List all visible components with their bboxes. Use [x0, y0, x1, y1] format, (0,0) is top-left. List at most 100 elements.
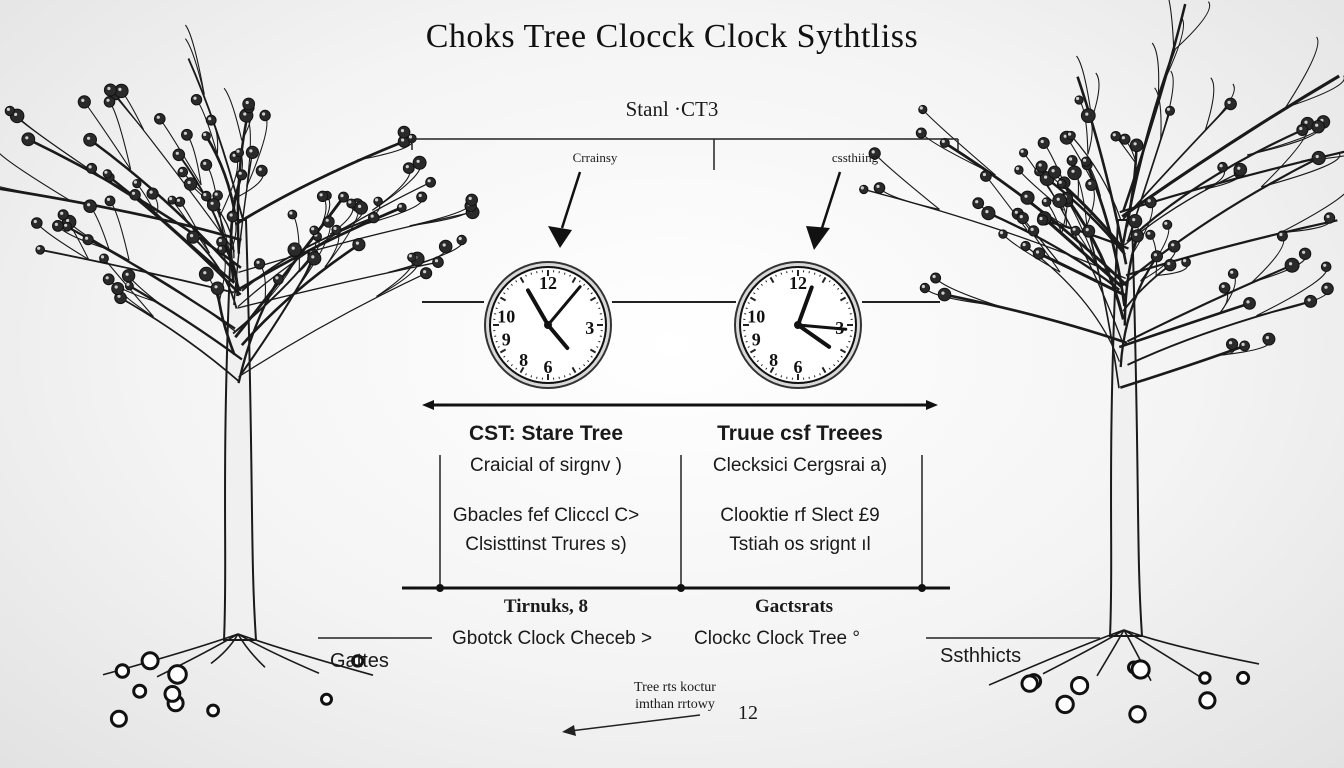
tree-bud-highlight: [401, 138, 405, 142]
clock-center: [794, 321, 802, 329]
tree-bud-highlight: [982, 172, 987, 177]
top-label-left: Crrainsy: [572, 150, 618, 165]
tree-bud-highlight: [348, 200, 352, 204]
right-tree-illustration: [859, 0, 1344, 724]
tree-bud-highlight: [179, 169, 183, 173]
tree-bud-highlight: [60, 211, 64, 215]
tree-bud: [438, 239, 453, 254]
tree-bud: [1066, 155, 1078, 166]
tree-bud: [465, 193, 479, 207]
tree-bud-highlight: [427, 179, 431, 183]
clock-tick: [589, 348, 597, 354]
tree-branch: [1076, 76, 1128, 265]
tree-bud: [1224, 97, 1237, 111]
tree-bud-highlight: [1147, 231, 1151, 235]
clock-tick: [497, 302, 500, 304]
tree-twig: [409, 205, 473, 227]
tree-bud: [104, 195, 116, 207]
tree-bud-highlight: [1014, 210, 1018, 214]
tree-bud: [1129, 138, 1144, 153]
clock-tick: [587, 287, 590, 290]
tree-bud: [174, 196, 186, 208]
tree-bud-highlight: [941, 291, 945, 295]
ground-pebble: [1020, 674, 1039, 693]
tree-bud-highlight: [1166, 107, 1171, 111]
tree-bud: [1323, 212, 1336, 224]
tree-bud: [1304, 294, 1318, 308]
tree-bud-highlight: [37, 246, 41, 250]
clock-tick: [745, 307, 748, 310]
tree-bud: [77, 95, 91, 109]
tree-bud: [873, 182, 886, 194]
tree-bud-highlight: [243, 112, 247, 116]
clock-tick: [749, 296, 757, 302]
tree-branch: [1118, 302, 1250, 349]
tree-bud: [930, 272, 942, 284]
clock-tick: [840, 355, 843, 358]
tree-bud: [1284, 257, 1300, 273]
clock-tick: [596, 346, 599, 348]
tree-bud-highlight: [25, 136, 29, 140]
tree-bud-highlight: [1030, 227, 1034, 231]
tree-bud: [111, 282, 125, 295]
tree-bud-highlight: [1024, 194, 1028, 198]
note-line-2: imthan rrtowy: [635, 697, 715, 712]
clock-tick: [828, 280, 831, 283]
tree-branch: [89, 138, 237, 273]
tree-bud: [206, 198, 221, 212]
clock-numeral: 12: [539, 273, 557, 293]
clock-tick: [525, 373, 527, 376]
tree-bud-highlight: [1230, 270, 1234, 274]
right-block-line-3: Tstiah os srignt ıl: [729, 534, 871, 555]
tree-bud: [146, 187, 159, 200]
tree-bud: [432, 256, 444, 269]
tree-bud: [236, 169, 248, 181]
clock-numeral: 9: [502, 330, 511, 350]
clock-tick: [840, 292, 843, 295]
tree-bud-highlight: [218, 238, 222, 243]
tree-bud: [1032, 247, 1046, 260]
clock-tick: [745, 340, 748, 343]
tree-twig: [356, 131, 406, 161]
ground-pebble: [1128, 705, 1147, 724]
clock-numeral: 10: [497, 306, 515, 326]
ground-pebble: [351, 654, 365, 668]
clock-tick: [813, 272, 816, 275]
tree-bud: [1035, 160, 1048, 173]
tree-bud-highlight: [1085, 112, 1089, 116]
tree-bud-highlight: [375, 198, 379, 202]
clock-numeral: 8: [519, 350, 528, 370]
tree-bud-highlight: [156, 115, 160, 119]
tree-bud-highlight: [1219, 164, 1223, 168]
tree-bud-highlight: [118, 87, 122, 91]
ground-pebble: [1130, 659, 1151, 680]
tree-twig: [1173, 1, 1211, 51]
clock-tick: [530, 375, 533, 378]
tree-bud-highlight: [985, 210, 989, 214]
tree-bud: [21, 132, 36, 147]
tree-bud: [1298, 247, 1312, 261]
clock-tick: [765, 367, 768, 370]
tree-bud: [1226, 338, 1239, 351]
tree-bud: [62, 222, 72, 232]
tree-bud: [129, 189, 141, 201]
tree-bud-highlight: [245, 100, 249, 105]
tree-twig: [196, 99, 218, 155]
tree-branch: [128, 284, 243, 361]
note-arrow: [562, 714, 701, 736]
tree-bud: [273, 274, 284, 285]
tree-bud-highlight: [1171, 243, 1175, 247]
tree-bud-highlight: [203, 193, 207, 197]
clock-tick: [598, 307, 601, 310]
tree-bud-highlight: [66, 218, 70, 223]
tree-twig: [1256, 288, 1329, 317]
clock-tick: [839, 296, 847, 302]
tree-branch: [233, 152, 254, 305]
tree-bud-highlight: [975, 200, 979, 204]
tree-bud-highlight: [423, 270, 427, 274]
tree-bud: [4, 105, 16, 117]
clock-tick: [837, 360, 840, 363]
tree-bud: [57, 209, 69, 221]
tree-branch: [1065, 197, 1125, 320]
tree-bud: [1056, 178, 1067, 189]
